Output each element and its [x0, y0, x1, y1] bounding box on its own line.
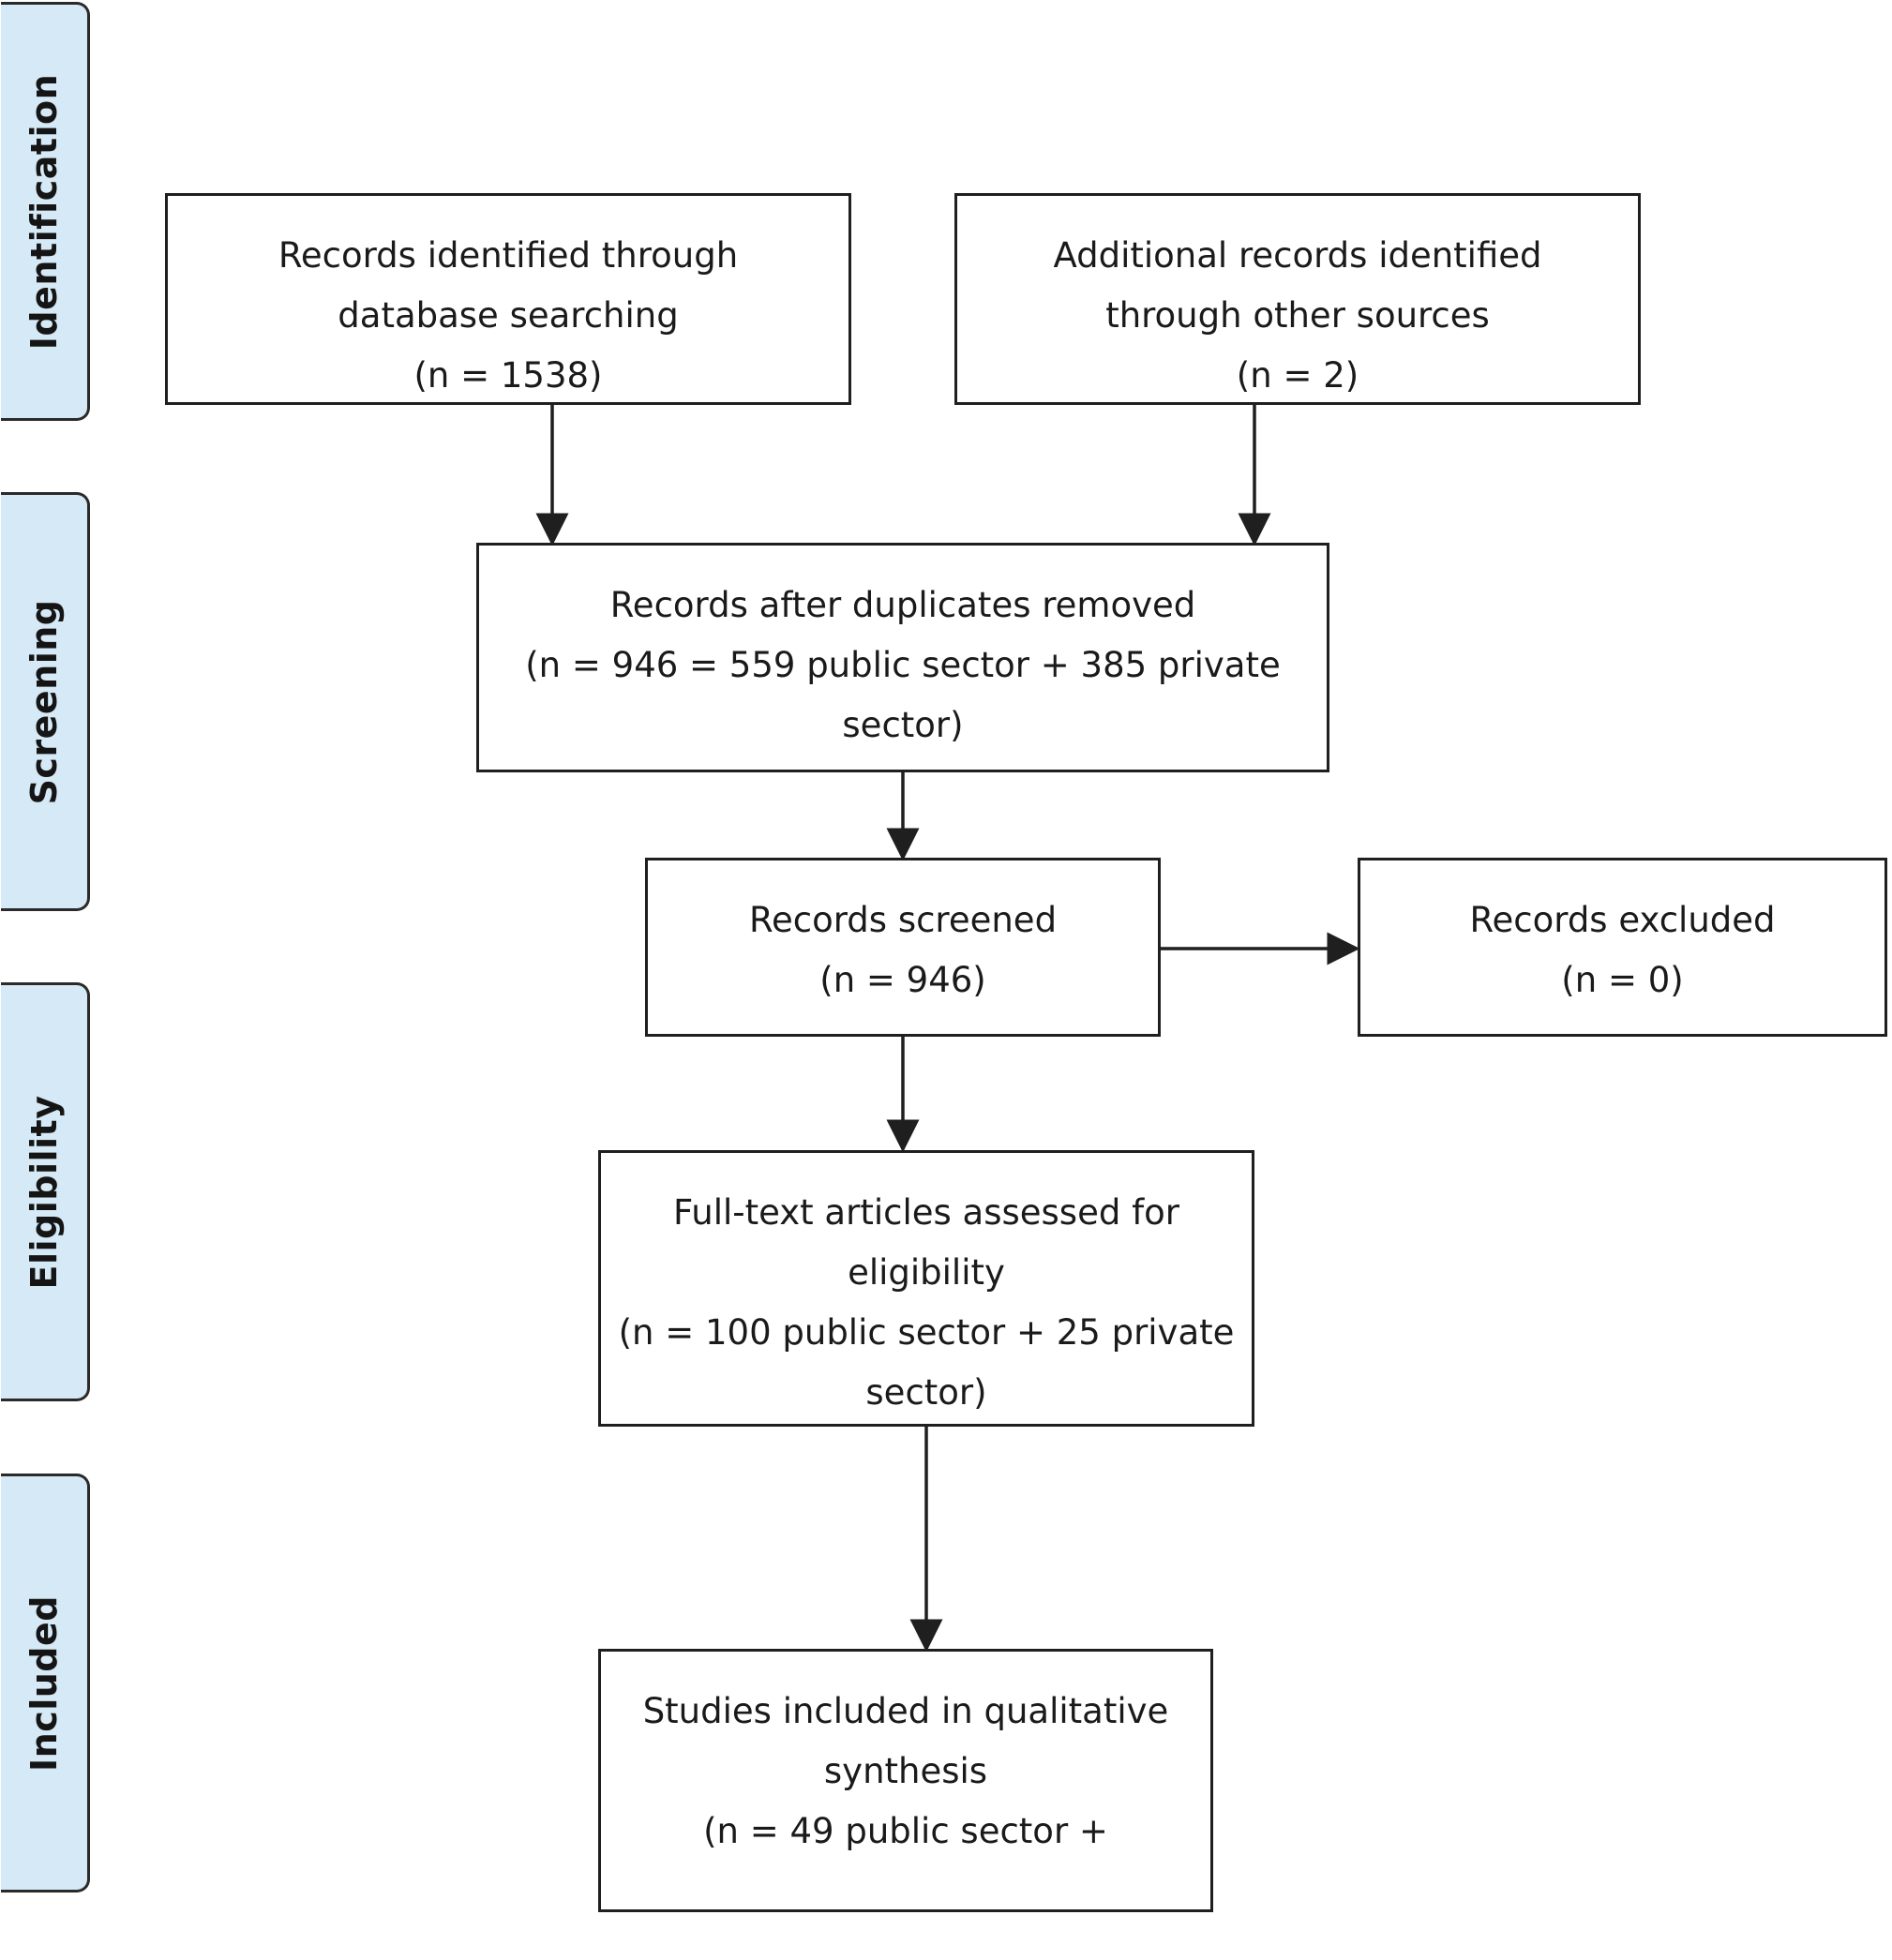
box-database-search-line2: database searching: [338, 295, 679, 336]
box-other-sources-line2: through other sources: [1105, 295, 1490, 336]
box-full-text-line3: (n = 100 public sector + 25 private: [618, 1312, 1235, 1353]
phase-included: Included: [1, 1474, 90, 1893]
box-studies-included-line1: Studies included in qualitative: [642, 1691, 1169, 1731]
box-records-screened-line1: Records screened: [748, 900, 1058, 940]
box-duplicates-removed-line2: (n = 946 = 559 public sector + 385 priva…: [525, 645, 1281, 685]
box-studies-included-line3: (n = 49 public sector +: [703, 1811, 1108, 1851]
box-database-search: Records identified through database sear…: [165, 193, 851, 405]
box-duplicates-removed-line1: Records after duplicates removed: [609, 585, 1196, 625]
box-full-text-line2: eligibility: [848, 1252, 1005, 1293]
box-records-screened: Records screened (n = 946): [645, 858, 1161, 1037]
box-duplicates-removed: Records after duplicates removed (n = 94…: [476, 543, 1329, 772]
box-records-excluded: Records excluded (n = 0): [1358, 858, 1887, 1037]
box-database-search-line1: Records identified through: [278, 235, 739, 276]
box-records-screened-count: (n = 946): [819, 960, 986, 1000]
box-records-excluded-count: (n = 0): [1561, 960, 1684, 1000]
box-studies-included-line2: synthesis: [823, 1751, 988, 1791]
box-other-sources: Additional records identified through ot…: [954, 193, 1641, 405]
box-full-text-line4: sector): [865, 1372, 987, 1413]
box-studies-included: Studies included in qualitative synthesi…: [598, 1649, 1213, 1912]
box-other-sources-count: (n = 2): [1236, 355, 1359, 396]
box-other-sources-line1: Additional records identified: [1053, 235, 1542, 276]
phase-eligibility: Eligibility: [1, 982, 90, 1401]
box-duplicates-removed-line3: sector): [842, 705, 964, 745]
phase-identification: Identification: [1, 2, 90, 421]
phase-screening: Screening: [1, 492, 90, 911]
box-database-search-count: (n = 1538): [413, 355, 603, 396]
box-full-text-assessed: Full-text articles assessed for eligibil…: [598, 1150, 1254, 1427]
box-full-text-line1: Full-text articles assessed for: [673, 1192, 1179, 1233]
box-records-excluded-line1: Records excluded: [1469, 900, 1776, 940]
